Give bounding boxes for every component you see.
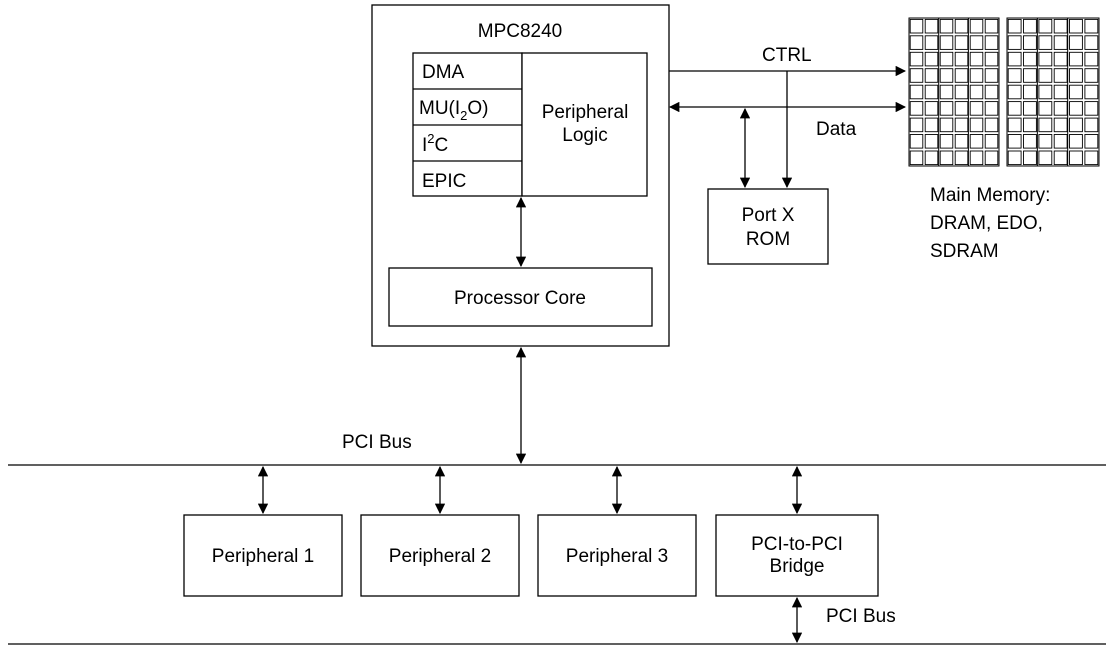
peripheral-logic-label: Logic (562, 125, 607, 146)
processor-core-label: Processor Core (454, 288, 586, 309)
memory-label: DRAM, EDO, (930, 213, 1043, 234)
port-x-rom-box (707, 188, 829, 265)
bridge-label: Bridge (770, 556, 825, 577)
peripheral-2-box (360, 514, 520, 597)
port-x-label: ROM (746, 229, 790, 250)
secondary-pci-bus-label: PCI Bus (826, 606, 896, 627)
pci-to-pci-bridge-box (715, 514, 879, 597)
memory-module-icon (1006, 17, 1100, 167)
unit-dma: DMA (422, 62, 465, 83)
memory-label: Main Memory: (930, 185, 1050, 206)
port-x-label: Port X (742, 205, 795, 226)
unit-epic: EPIC (422, 171, 466, 192)
data-label: Data (816, 119, 857, 140)
unit-mu-i2o: MU(I2O) (419, 98, 489, 123)
memory-label: SDRAM (930, 241, 999, 262)
bridge-label: PCI-to-PCI (751, 534, 843, 555)
mpc8240-title: MPC8240 (478, 21, 563, 42)
peripheral-3-box (537, 514, 697, 597)
peripheral-3-label: Peripheral 3 (566, 546, 668, 567)
peripheral-logic-label: Peripheral (542, 102, 629, 123)
ctrl-label: CTRL (762, 45, 812, 66)
peripheral-1-label: Peripheral 1 (212, 546, 314, 567)
peripheral-1-box (183, 514, 343, 597)
memory-module-icon (908, 17, 1000, 167)
unit-i2c: I2C (422, 131, 448, 156)
peripheral-logic-box (521, 52, 648, 197)
pci-bus-label: PCI Bus (342, 432, 412, 453)
processor-core-box (388, 267, 653, 327)
peripheral-2-label: Peripheral 2 (389, 546, 491, 567)
